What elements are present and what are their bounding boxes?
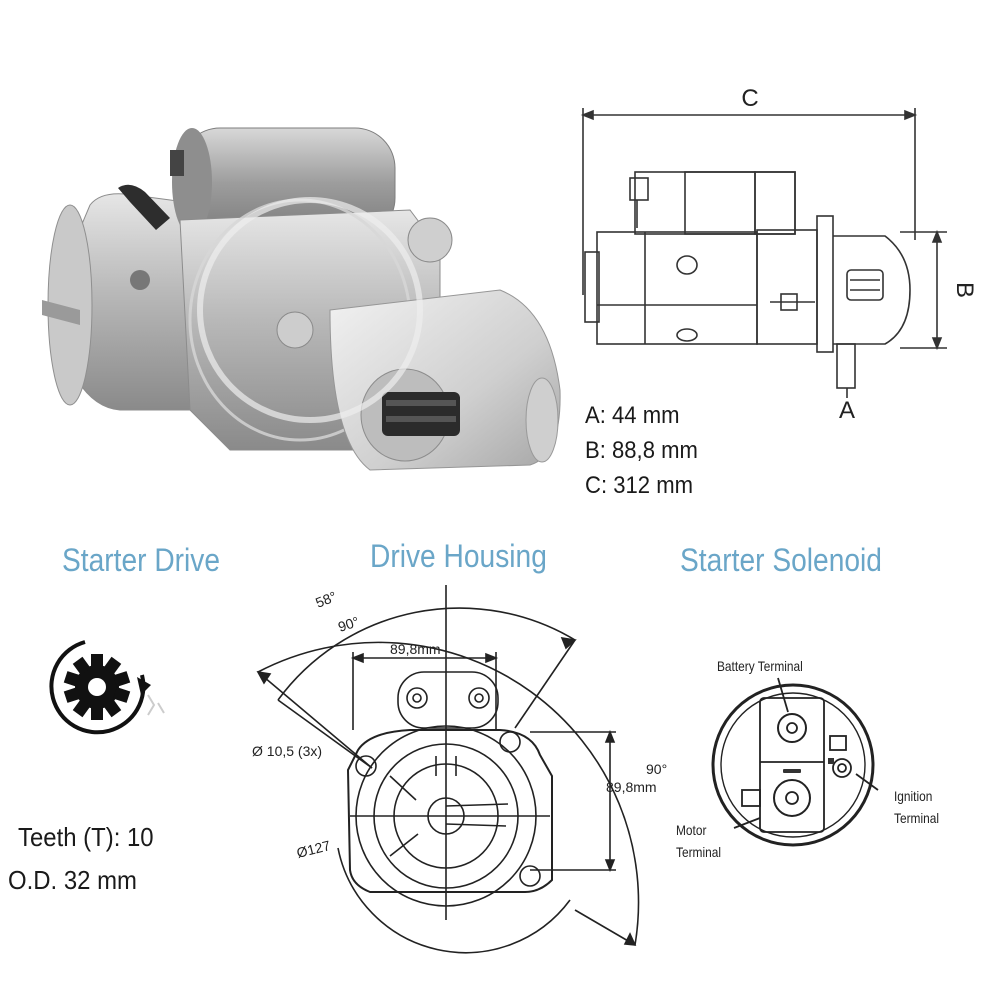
starter-solenoid-drawing <box>711 677 879 847</box>
motor-terminal-label-line2: Terminal <box>676 844 721 860</box>
dimension-label-a: A <box>839 397 855 424</box>
dimension-drawing: C B A <box>580 85 975 424</box>
ignition-terminal-label-line1: Ignition <box>894 788 933 804</box>
section-title-starter-solenoid: Starter Solenoid <box>680 542 882 578</box>
drive-housing-drawing: 58° 90° 89,8mm 90° 89,8mm Ø 10,5 (3x) Ø1… <box>252 585 667 954</box>
motor-terminal-label-line1: Motor <box>676 822 707 838</box>
ignition-terminal-label-line2: Terminal <box>894 810 939 826</box>
angle-90-right-label: 90° <box>646 761 667 777</box>
spec-b: B: 88,8 mm <box>585 437 698 464</box>
angle-90-top-label: 90° <box>336 613 361 635</box>
spec-a: A: 44 mm <box>585 402 680 429</box>
battery-terminal-label: Battery Terminal <box>717 658 803 674</box>
starter-motor-photo <box>42 127 561 471</box>
pilot-diameter-label: Ø127 <box>295 837 332 861</box>
dimension-label-b: B <box>951 282 975 298</box>
starter-drive-teeth: Teeth (T): 10 <box>18 822 154 852</box>
section-title-starter-drive: Starter Drive <box>62 542 221 578</box>
gear-rotation-icon <box>49 640 165 735</box>
spec-c: C: 312 mm <box>585 472 693 499</box>
width-right-label: 89,8mm <box>606 779 657 795</box>
angle-58-label: 58° <box>313 588 339 611</box>
width-top-label: 89,8mm <box>390 641 441 657</box>
dimension-label-c: C <box>741 85 758 112</box>
starter-drive-od: O.D. 32 mm <box>8 865 137 895</box>
section-title-drive-housing: Drive Housing <box>370 538 547 574</box>
hole-diameter-label: Ø 10,5 (3x) <box>252 743 322 759</box>
